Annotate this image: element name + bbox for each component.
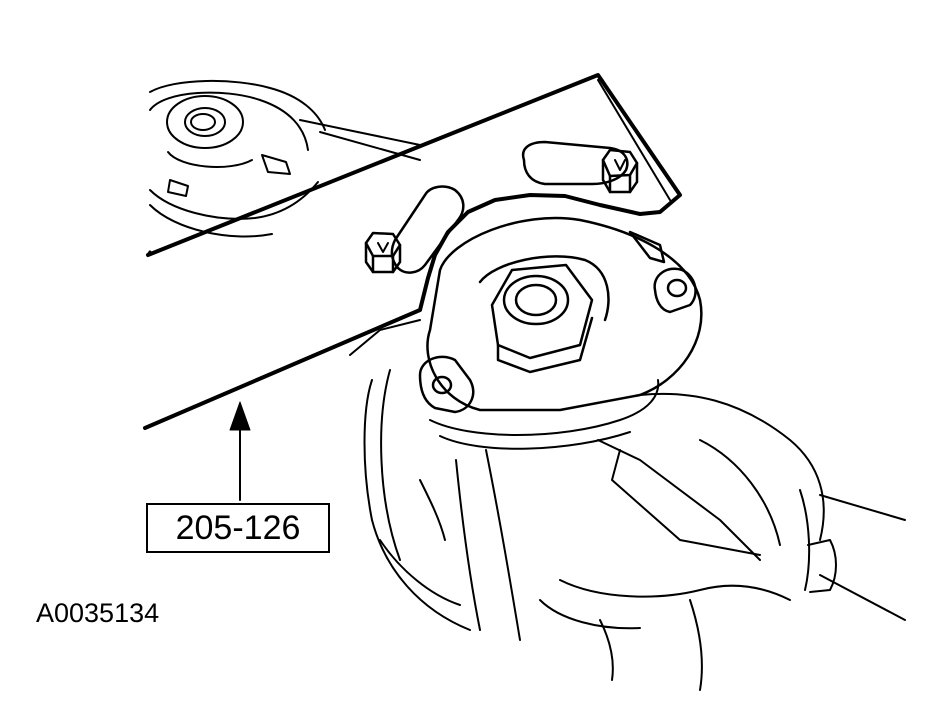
holding-tool-plate (143, 73, 682, 430)
tool-number-label: 205-126 (175, 508, 301, 547)
background-axle-flange (149, 79, 421, 238)
slot-bolt-right (601, 148, 639, 194)
pinion-nut (490, 263, 594, 374)
callout-leader-arrow (229, 401, 251, 501)
figure-id: A0035134 (36, 598, 160, 628)
tool-number-callout: 205-126 (146, 503, 330, 553)
slot-bolt-left (364, 231, 402, 274)
pinion-flange (418, 216, 703, 414)
differential-housing (349, 319, 906, 691)
